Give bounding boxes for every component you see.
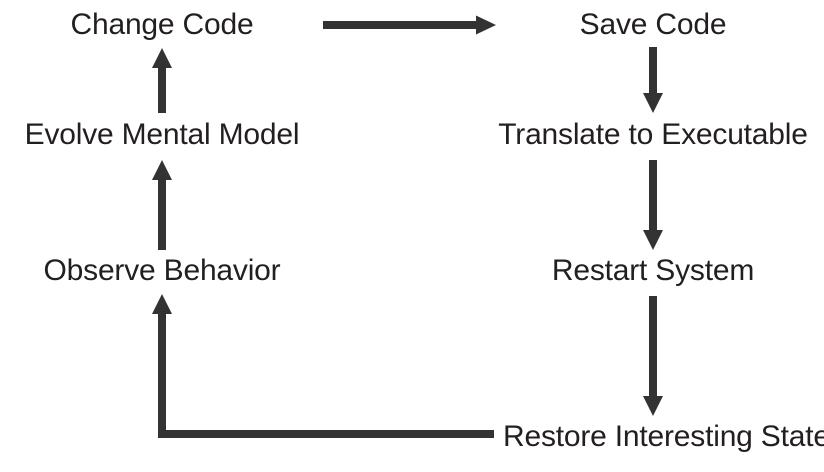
- arrow-save-code-to-translate: [643, 47, 663, 113]
- node-observe-behavior: Observe Behavior: [43, 254, 281, 287]
- arrow-translate-to-restart: [643, 160, 663, 250]
- arrow-head: [152, 48, 172, 68]
- node-restore-interesting-state: Restore Interesting State: [503, 420, 824, 453]
- arrow-head: [152, 160, 172, 180]
- arrow-evolve-to-change-code: [152, 48, 172, 113]
- node-change-code: Change Code: [70, 8, 254, 41]
- node-translate-to-executable: Translate to Executable: [498, 118, 808, 151]
- arrow-head: [152, 294, 172, 314]
- arrow-restart-to-restore: [643, 296, 663, 416]
- arrow-head: [476, 15, 496, 35]
- arrow-elbow-shaft: [158, 309, 494, 438]
- arrow-observe-to-evolve: [152, 160, 172, 250]
- arrow-change-code-to-save-code: [323, 15, 496, 35]
- arrow-head: [643, 93, 663, 113]
- arrow-head: [643, 230, 663, 250]
- arrow-head: [643, 396, 663, 416]
- node-save-code: Save Code: [579, 8, 727, 41]
- arrow-restore-to-observe: [152, 294, 494, 438]
- node-evolve-mental-model: Evolve Mental Model: [24, 118, 300, 151]
- node-restart-system: Restart System: [551, 254, 755, 287]
